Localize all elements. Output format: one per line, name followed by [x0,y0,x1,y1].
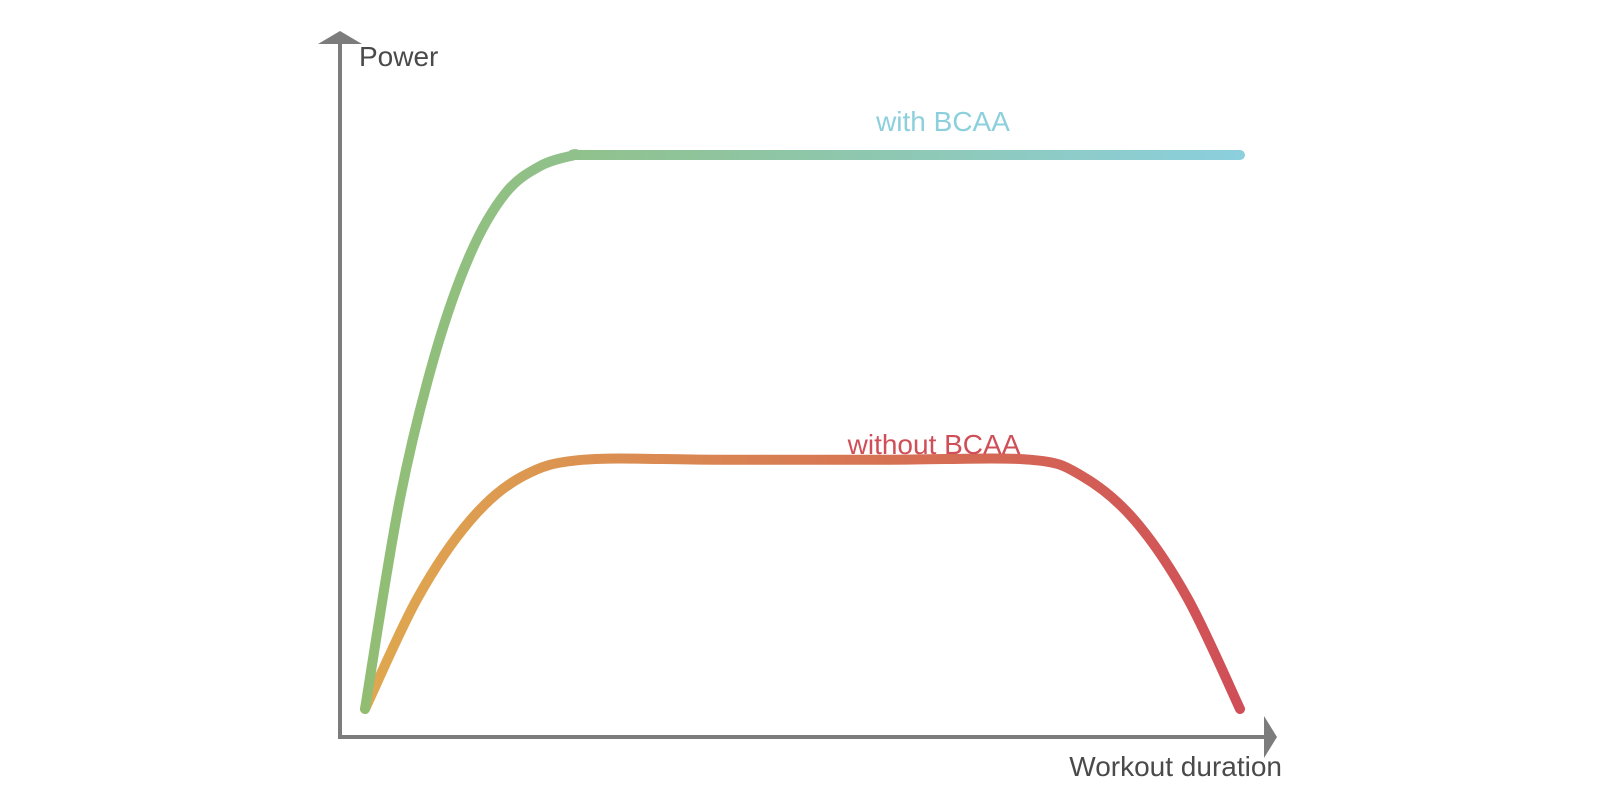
y-axis-arrowhead [318,31,362,44]
x-axis-label: Workout duration [1069,751,1282,782]
series-label-without-bcaa: without BCAA [847,429,1021,460]
series-line-with-bcaa [360,149,1245,714]
series-label-with-bcaa: with BCAA [875,106,1010,137]
x-axis-arrowhead [1264,716,1277,758]
series-line-without-bcaa [360,453,1245,714]
y-axis-label: Power [359,41,438,72]
